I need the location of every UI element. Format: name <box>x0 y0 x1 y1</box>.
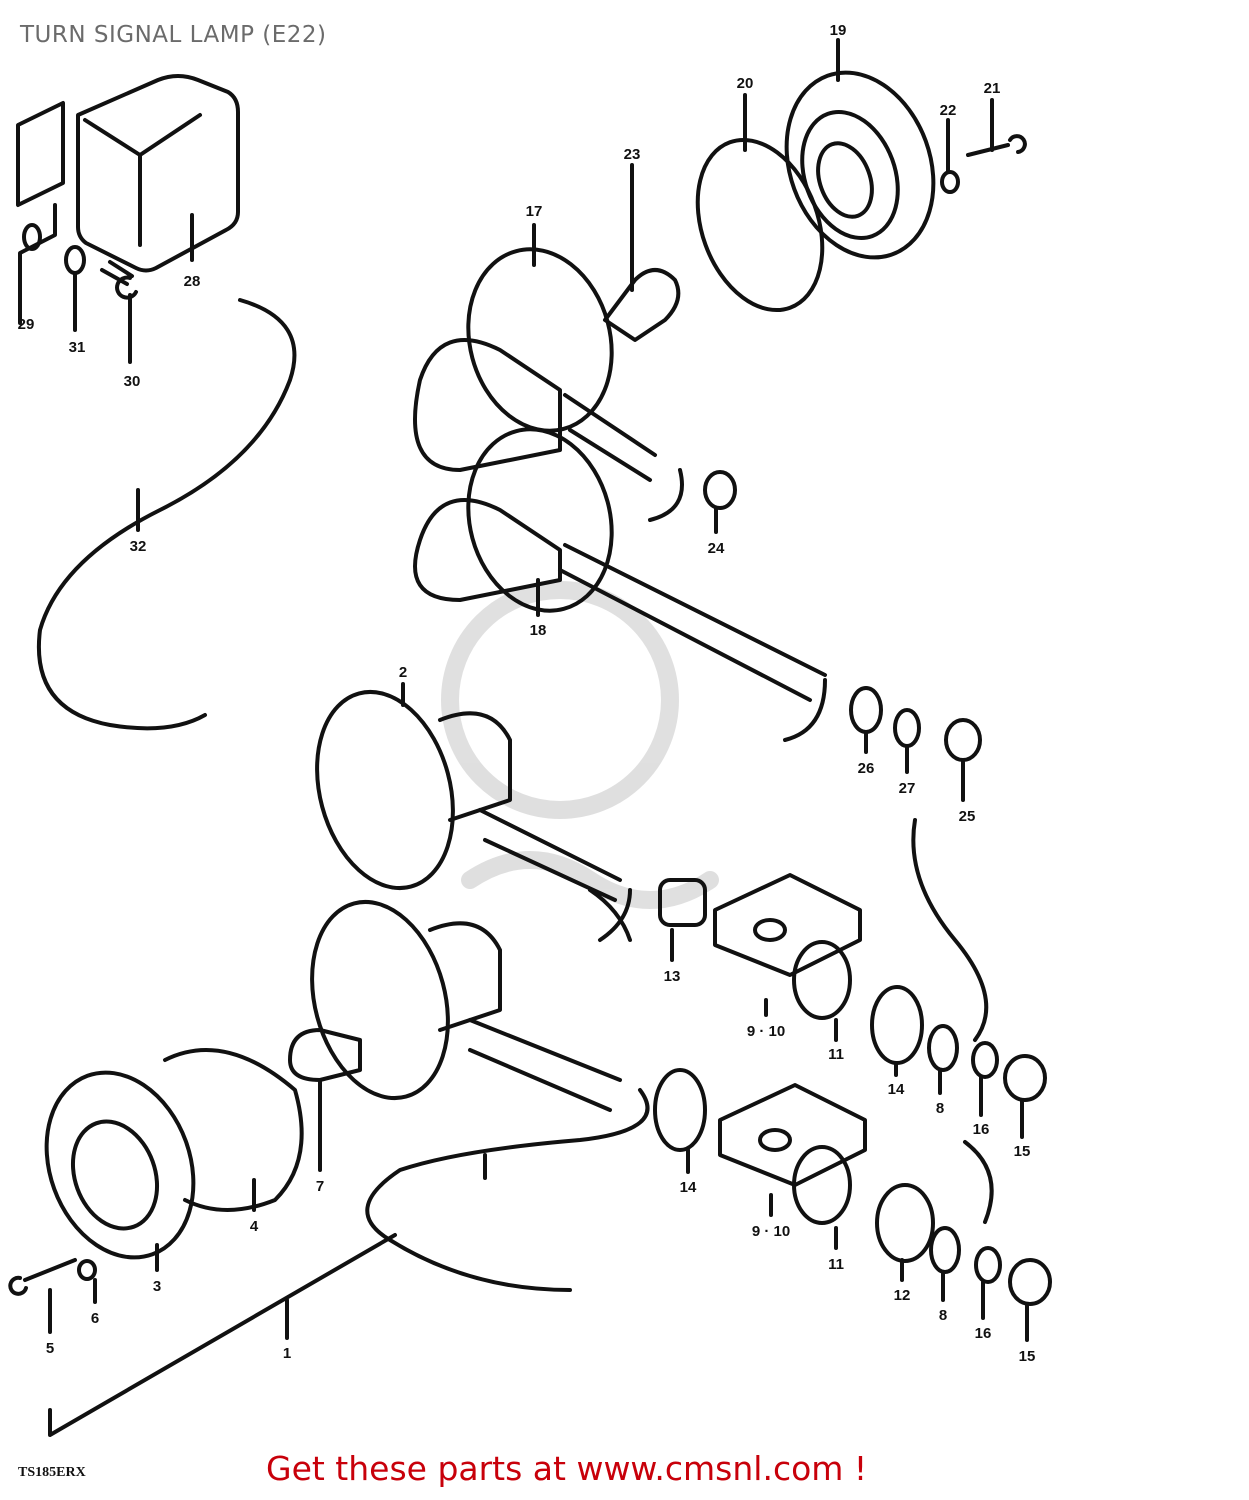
part-label: 11 <box>828 1046 844 1063</box>
part-label: 18 <box>529 622 547 639</box>
washer-14-upper <box>870 985 924 1065</box>
screw-21 <box>966 134 1027 157</box>
part-label: 9 · 10 <box>746 1023 786 1040</box>
part-label: 25 <box>958 808 976 825</box>
part-label: 19 <box>829 22 847 39</box>
part-label: 29 <box>17 316 35 333</box>
lamp-lens-3 <box>44 1070 196 1260</box>
wire-loop <box>365 1088 650 1292</box>
part-label: 26 <box>857 760 875 777</box>
nut-25 <box>944 718 982 762</box>
bulb-23 <box>603 268 681 342</box>
part-label: 5 <box>45 1340 55 1357</box>
grommet-11-lower <box>792 1145 852 1225</box>
part-label: 27 <box>898 780 916 797</box>
cmsnl-promo-link[interactable]: Get these parts at www.cmsnl.com ! <box>266 1449 868 1488</box>
part-label: 11 <box>828 1256 844 1273</box>
model-code: TS185ERX <box>18 1465 86 1480</box>
gasket-ring-20 <box>695 137 825 313</box>
part-label: 31 <box>68 339 86 356</box>
part-label: 1 <box>282 1345 292 1362</box>
bulb-7 <box>288 1028 362 1082</box>
ring-terminal-8-lower <box>929 1226 961 1274</box>
lockwasher-16-upper <box>971 1041 999 1079</box>
washer-14-lower <box>653 1068 707 1152</box>
part-label: 30 <box>123 373 141 390</box>
nut-13 <box>658 878 707 927</box>
lamp-housing-17 <box>413 247 657 482</box>
part-label: 3 <box>152 1278 162 1295</box>
grommet-11-upper <box>792 940 852 1020</box>
part-label: 17 <box>525 203 543 220</box>
part-label: 9 · 10 <box>751 1223 791 1240</box>
part-label: 14 <box>679 1179 697 1196</box>
part-label: 28 <box>183 273 201 290</box>
nut-15-lower <box>1008 1258 1052 1306</box>
bracket-9-10-upper <box>713 873 862 977</box>
part-label: 20 <box>736 75 754 92</box>
washer-6 <box>77 1259 97 1281</box>
bracket-9-10-lower <box>718 1083 867 1187</box>
part-label: 16 <box>972 1121 990 1138</box>
part-label: 12 <box>893 1287 911 1304</box>
wire-upper-right <box>911 818 989 1042</box>
part-label: 22 <box>939 102 957 119</box>
lamp-housing-lower <box>310 899 622 1112</box>
lockwasher-27 <box>893 708 921 748</box>
lamp-housing-2 <box>315 689 622 902</box>
wire-32 <box>36 298 297 731</box>
lockwasher-16-lower <box>974 1246 1002 1284</box>
washer-31 <box>64 245 86 275</box>
part-label: 21 <box>983 80 1001 97</box>
washer-26 <box>849 686 883 734</box>
part-label: 8 <box>935 1100 945 1117</box>
diagram-title: TURN SIGNAL LAMP (E22) <box>20 22 327 48</box>
cmsnl-watermark <box>441 581 719 909</box>
part-label: 13 <box>663 968 681 985</box>
part-label: 15 <box>1018 1348 1036 1365</box>
relay-28 <box>76 74 240 273</box>
bracket-29 <box>16 101 65 325</box>
nut-24 <box>703 470 737 510</box>
wire-lower-right <box>963 1140 994 1224</box>
ring-terminal-8-upper <box>927 1024 959 1072</box>
part-label: 32 <box>129 538 147 555</box>
gasket-ring-4 <box>163 1048 304 1212</box>
part-label: 2 <box>398 664 408 681</box>
part-label: 4 <box>249 1218 259 1235</box>
nut-22 <box>940 170 960 194</box>
part-label: 16 <box>974 1325 992 1342</box>
part-label: 8 <box>938 1307 948 1324</box>
lamp-housing-18 <box>413 427 827 702</box>
part-label: 23 <box>623 146 641 163</box>
screw-5 <box>8 1258 77 1296</box>
grommet-12 <box>875 1183 935 1263</box>
part-label: 24 <box>707 540 725 557</box>
part-label: 6 <box>90 1310 100 1327</box>
part-label: 15 <box>1013 1143 1031 1160</box>
part-label: 7 <box>315 1178 325 1195</box>
part-label: 14 <box>887 1081 905 1098</box>
nut-15-upper <box>1003 1054 1047 1102</box>
